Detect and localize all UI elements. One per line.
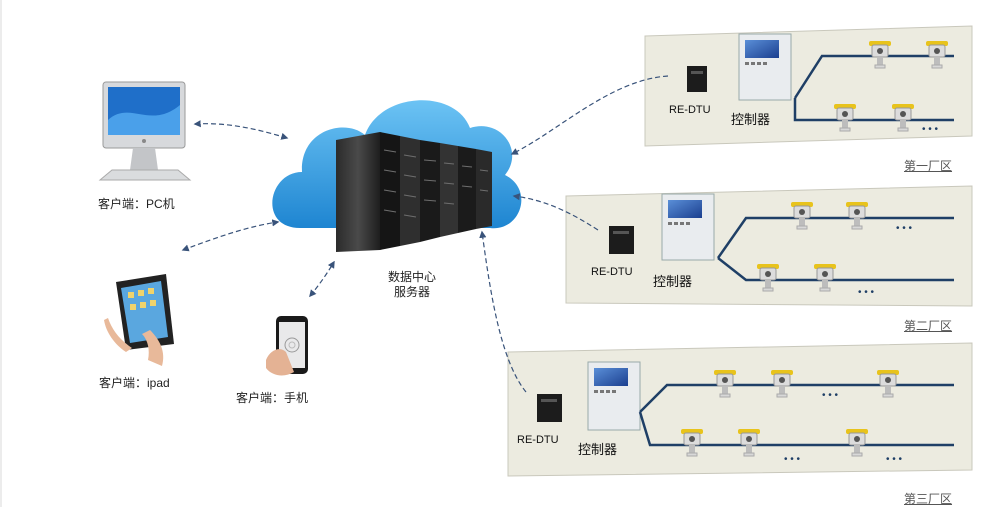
- gas-sensor-icon: [892, 104, 914, 132]
- gas-sensor-icon: [926, 41, 948, 69]
- zone-3-equipment: [537, 361, 954, 447]
- zone-2-name: 第二厂区: [904, 319, 953, 333]
- zone-3-more-bottom-1: • • •: [784, 454, 801, 465]
- zone-3-more-top: • • •: [822, 390, 839, 401]
- zone-3-more-bottom-2: • • •: [886, 454, 903, 465]
- server-label-line2: 服务器: [393, 285, 430, 299]
- server-label: 数据中心 服务器: [382, 270, 442, 300]
- zone-3-controller-label: 控制器: [578, 442, 618, 457]
- pc-monitor-icon: [98, 81, 192, 181]
- client-links: [181, 120, 335, 298]
- zone-1-controller-label: 控制器: [731, 112, 771, 127]
- zone-3-name: 第三厂区: [904, 492, 953, 506]
- zone-3-dtu-label: RE-DTU: [517, 434, 559, 446]
- zone-2-more-top: • • •: [896, 223, 913, 234]
- gas-sensors: [681, 41, 948, 457]
- client-pc-label: 客户端：PC机: [98, 197, 175, 211]
- zone-2-equipment: [609, 193, 954, 282]
- gas-sensor-icon: [757, 264, 779, 292]
- zone-1-dtu-label: RE-DTU: [669, 104, 711, 116]
- gas-sensor-icon: [869, 41, 891, 69]
- zone-2-controller-label: 控制器: [653, 274, 693, 289]
- server-label-line1: 数据中心: [387, 270, 436, 284]
- gas-sensor-icon: [877, 370, 899, 398]
- gas-sensor-icon: [791, 202, 813, 230]
- zone-links: [479, 75, 669, 393]
- zone-2-dtu-label: RE-DTU: [591, 266, 633, 278]
- gas-sensor-icon: [814, 264, 836, 292]
- ipad-icon: [104, 274, 174, 366]
- zone-1-more: • • •: [922, 124, 939, 135]
- gas-sensor-icon: [738, 429, 760, 457]
- gas-sensor-icon: [846, 202, 868, 230]
- gas-sensor-icon: [834, 104, 856, 132]
- server-rack-icon: [336, 132, 492, 252]
- gas-sensor-icon: [846, 429, 868, 457]
- phone-icon: [266, 316, 308, 376]
- zone-1-equipment: [687, 33, 954, 122]
- gas-sensor-icon: [714, 370, 736, 398]
- client-ipad-label: 客户端：ipad: [99, 376, 170, 390]
- zone-1-name: 第一厂区: [904, 159, 953, 173]
- client-phone-label: 客户端：手机: [236, 391, 309, 405]
- zone-2-more-bottom: • • •: [858, 287, 875, 298]
- gas-sensor-icon: [771, 370, 793, 398]
- gas-sensor-icon: [681, 429, 703, 457]
